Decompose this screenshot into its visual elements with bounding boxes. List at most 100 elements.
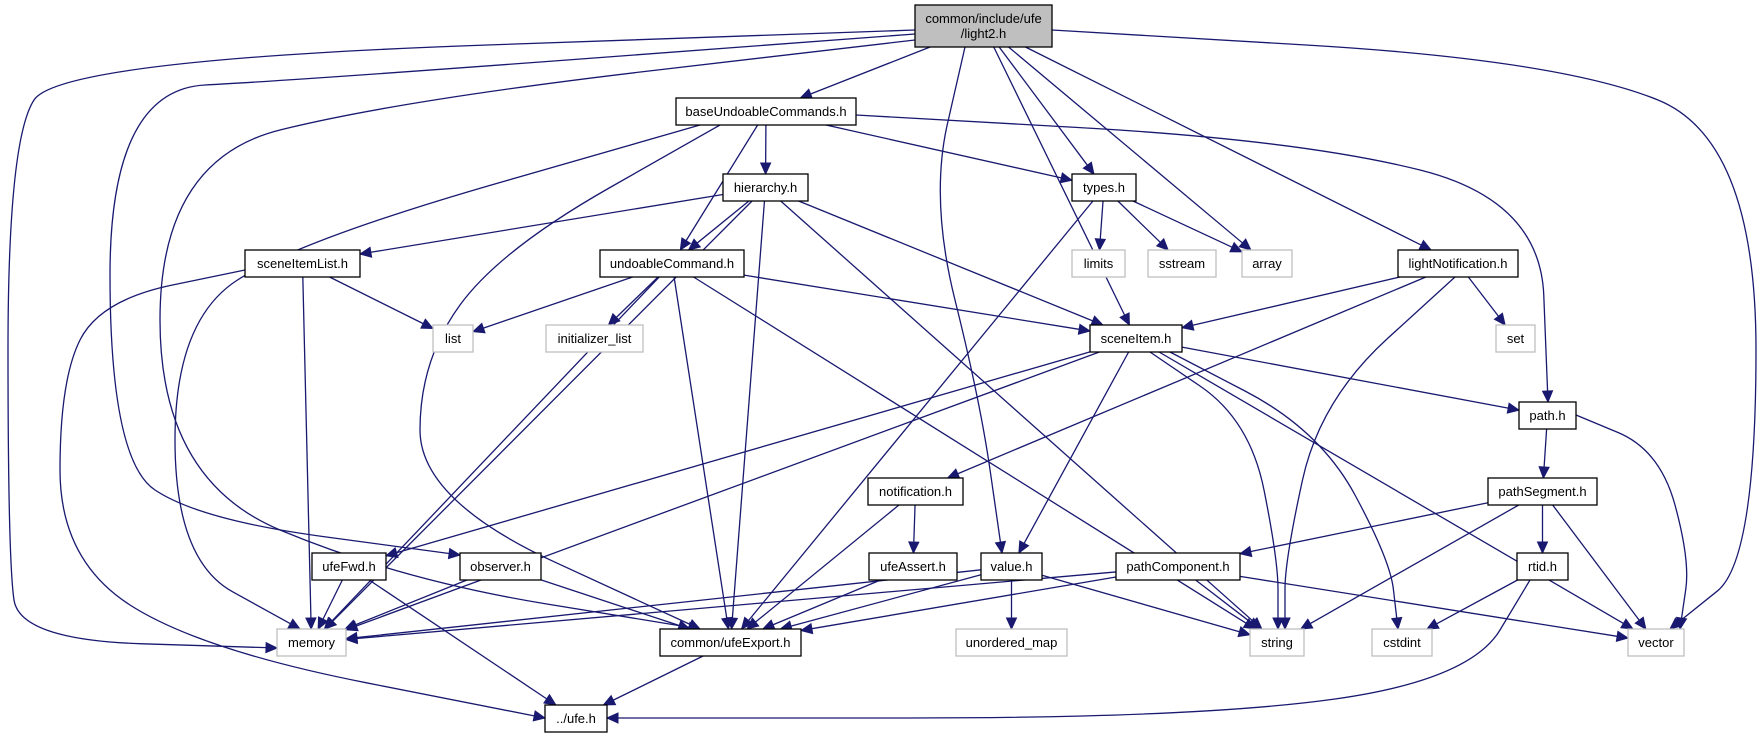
edge-line [998, 46, 1088, 166]
node-ufeExport[interactable]: common/ufeExport.h [659, 628, 802, 657]
node-ufeFwd[interactable]: ufeFwd.h [311, 552, 387, 581]
node-unordered_map: unordered_map [955, 628, 1068, 657]
edge-line [1149, 351, 1279, 618]
node-undoableCommand[interactable]: undoableCommand.h [599, 249, 745, 278]
edge-line [731, 200, 766, 619]
edge-lightNotification-to-set [1467, 276, 1506, 326]
edge-line [957, 276, 1427, 475]
node-hierarchy[interactable]: hierarchy.h [722, 173, 809, 202]
node-value[interactable]: value.h [980, 552, 1043, 581]
node-limits: limits [1071, 249, 1126, 278]
node-label: list [445, 331, 461, 346]
node-sceneItemList[interactable]: sceneItemList.h [244, 249, 361, 278]
edge-undoableCommand-to-initializer_list [607, 276, 659, 326]
node-string: string [1249, 628, 1305, 657]
edge-line [302, 276, 312, 619]
edge-line [1436, 579, 1518, 625]
node-rtid[interactable]: rtid.h [1516, 552, 1569, 581]
node-box [868, 552, 958, 581]
arrowhead-icon [994, 540, 1007, 555]
edge-types-to-limits [1094, 200, 1107, 252]
edge-line [613, 655, 704, 701]
node-baseUndoableCommands[interactable]: baseUndoableCommands.h [675, 97, 857, 126]
node-light2[interactable]: common/include/ufe/light2.h [914, 4, 1053, 48]
edge-line [483, 276, 633, 329]
node-sceneItem[interactable]: sceneItem.h [1089, 324, 1183, 353]
edge-line [1025, 46, 1422, 246]
edge-line [1195, 579, 1252, 623]
arrowhead-icon [1246, 617, 1261, 630]
node-box [955, 628, 1068, 657]
arrowhead-icon [287, 618, 302, 630]
node-label: sstream [1159, 256, 1205, 271]
edge-line [810, 46, 931, 95]
arrowhead-icon [1094, 238, 1107, 252]
arrowhead-icon [317, 616, 329, 631]
node-label: hierarchy.h [734, 180, 797, 195]
node-ufe[interactable]: ../ufe.h [544, 704, 608, 733]
edge-path-to-pathSegment [1538, 428, 1550, 480]
node-observer[interactable]: observer.h [459, 552, 542, 581]
edge-line [1041, 574, 1240, 633]
node-box [544, 704, 608, 733]
arrowhead-icon [746, 617, 760, 630]
node-path[interactable]: path.h [1518, 401, 1577, 430]
edge-line [329, 276, 424, 325]
edge-rtid-to-ufe [605, 579, 1531, 724]
edge-path-to-vector [1575, 414, 1688, 631]
arrowhead-icon [1090, 315, 1104, 327]
edge-pathComponent-to-vector [1239, 575, 1630, 642]
edge-light2-to-memory [7, 29, 916, 654]
arrowhead-icon [1155, 237, 1170, 251]
edge-sceneItemList-to-ufe [59, 269, 547, 722]
edges-layer [7, 29, 1757, 724]
node-types[interactable]: types.h [1071, 173, 1137, 202]
edge-line [1023, 351, 1130, 544]
edge-lightNotification-to-string [1279, 276, 1456, 631]
edge-line [825, 124, 1062, 179]
node-initializer_list: initializer_list [545, 324, 644, 353]
node-box [1115, 552, 1241, 581]
arrowhead-icon [358, 246, 373, 258]
arrowhead-icon [1279, 617, 1291, 631]
arrowhead-icon [471, 322, 486, 334]
edge-line [1250, 502, 1489, 553]
edge-pathSegment-to-pathComponent [1238, 502, 1489, 558]
arrowhead-icon [447, 547, 462, 560]
edge-line [615, 276, 659, 318]
arrowhead-icon [384, 547, 399, 559]
node-label: set [1507, 331, 1525, 346]
node-notification[interactable]: notification.h [867, 477, 964, 506]
edge-line [322, 579, 343, 620]
edge-notification-to-ufeAssert [908, 504, 920, 555]
arrowhead-icon [1119, 312, 1130, 327]
arrowhead-icon [1299, 618, 1314, 630]
node-label: pathComponent.h [1126, 559, 1229, 574]
node-label: initializer_list [558, 331, 632, 346]
edge-line [772, 579, 881, 626]
node-pathComponent[interactable]: pathComponent.h [1115, 552, 1241, 581]
edge-line [1239, 575, 1618, 637]
arrowhead-icon [420, 318, 435, 330]
arrowhead-icon [1634, 616, 1647, 630]
node-lightNotification[interactable]: lightNotification.h [1397, 249, 1519, 278]
arrowhead-icon [532, 710, 547, 722]
edge-line [59, 269, 535, 717]
node-box [1241, 249, 1293, 278]
node-label: lightNotification.h [1409, 256, 1508, 271]
node-label: common/include/ufe [925, 11, 1041, 26]
node-box [1495, 324, 1536, 353]
edge-line [1192, 276, 1401, 326]
node-pathSegment[interactable]: pathSegment.h [1487, 477, 1598, 506]
node-box [914, 4, 1053, 48]
edge-sceneItem-to-string [1149, 351, 1284, 631]
node-ufeAssert[interactable]: ufeAssert.h [868, 552, 958, 581]
arrowhead-icon [1506, 402, 1521, 414]
edge-line [673, 276, 728, 619]
node-box [311, 552, 387, 581]
edge-pathSegment-to-vector [1552, 504, 1647, 630]
edge-light2-to-lightNotification [1025, 46, 1433, 251]
node-box [1627, 628, 1685, 657]
arrowhead-icon [1675, 616, 1688, 631]
node-box [1397, 249, 1519, 278]
